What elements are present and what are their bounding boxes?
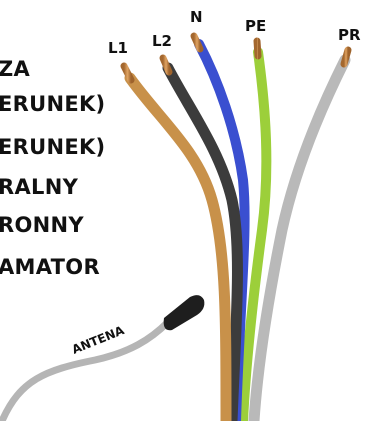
wire-label-l2: L2 bbox=[152, 32, 172, 50]
wire-label-n: N bbox=[190, 8, 203, 26]
copper-tip-n bbox=[190, 32, 204, 53]
wire-l1 bbox=[124, 72, 232, 421]
copper-tip-l1 bbox=[120, 62, 135, 84]
copper-tip-pr bbox=[340, 46, 352, 68]
legend-line-1: ZA bbox=[0, 57, 31, 81]
legend: ZA ERUNEK) ERUNEK) RALNY RONNY AMATOR bbox=[0, 57, 105, 279]
wire-bundle bbox=[124, 39, 351, 421]
antenna: ANTENA bbox=[0, 295, 205, 421]
wire-pe bbox=[238, 47, 272, 421]
wire-labels: L1 L2 N PE PR bbox=[108, 8, 361, 57]
antenna-cable bbox=[0, 318, 172, 421]
legend-line-3: ERUNEK) bbox=[0, 135, 105, 159]
wire-label-pr: PR bbox=[338, 26, 361, 44]
wire-label-pe: PE bbox=[245, 17, 266, 35]
legend-line-5: RONNY bbox=[0, 213, 84, 237]
legend-line-6: AMATOR bbox=[0, 255, 100, 279]
copper-tip-l2 bbox=[159, 54, 173, 76]
wire-l2 bbox=[162, 62, 243, 421]
copper-tip-pe bbox=[253, 37, 262, 60]
copper-tips bbox=[120, 32, 352, 84]
wire-pr bbox=[248, 54, 351, 421]
wire-label-l1: L1 bbox=[108, 39, 128, 57]
legend-line-2: ERUNEK) bbox=[0, 92, 105, 116]
legend-line-4: RALNY bbox=[0, 175, 79, 199]
antenna-tip bbox=[163, 295, 205, 331]
